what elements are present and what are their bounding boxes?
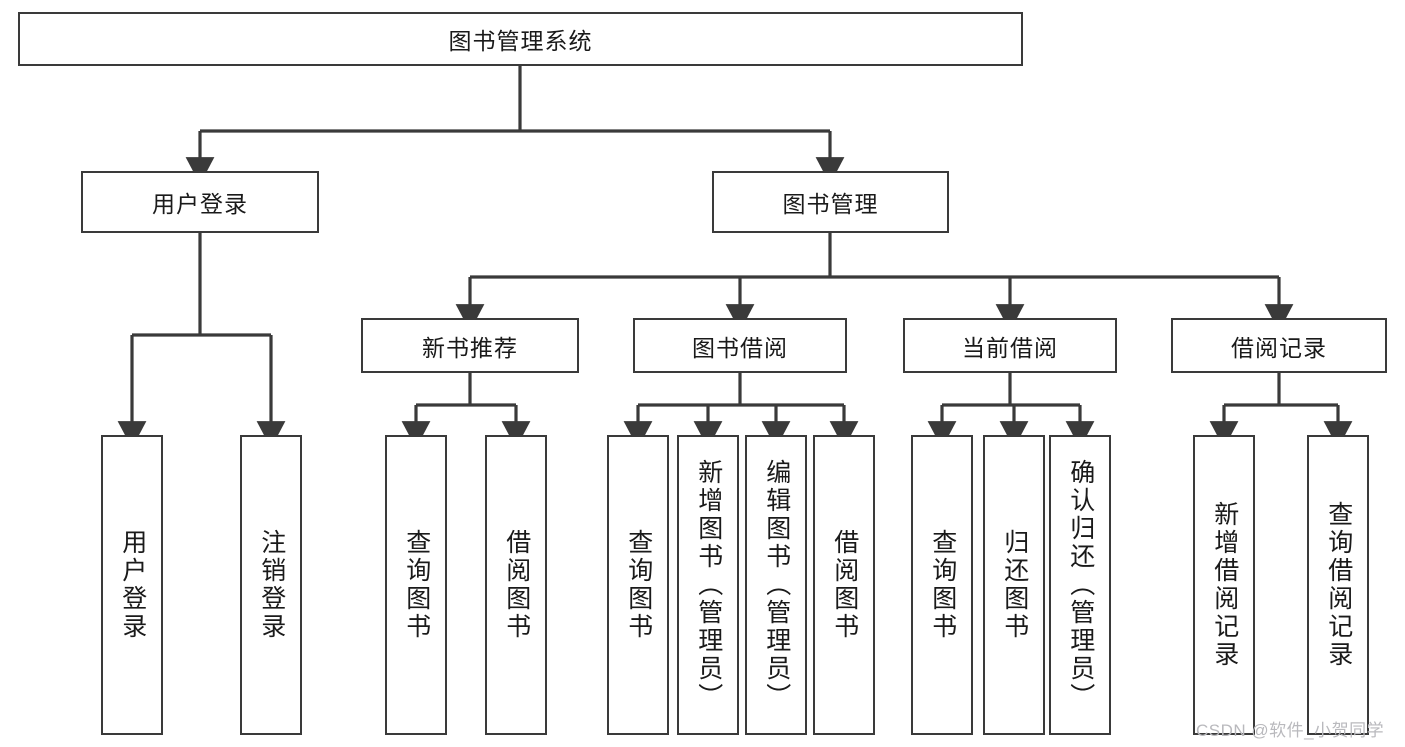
leaf-user-login-label: 用户登录 (118, 529, 147, 641)
csdn-watermark: CSDN @软件_小贺同学 (1196, 721, 1385, 740)
leaf-user-login[interactable]: 用户登录 (101, 435, 163, 735)
node-current-borrow-label: 当前借阅 (962, 334, 1058, 361)
node-user-login[interactable]: 用户登录 (81, 171, 319, 233)
leaf-query-book-borrow-label: 查询图书 (624, 529, 653, 641)
leaf-edit-book-admin[interactable]: 编辑图书（管理员） (745, 435, 807, 735)
leaf-query-book-recommend[interactable]: 查询图书 (385, 435, 447, 735)
leaf-add-book-admin[interactable]: 新增图书（管理员） (677, 435, 739, 735)
leaf-query-borrow-record[interactable]: 查询借阅记录 (1307, 435, 1369, 735)
node-book-manage-label: 图书管理 (782, 191, 879, 217)
node-borrow-record[interactable]: 借阅记录 (1171, 318, 1387, 373)
node-book-borrow[interactable]: 图书借阅 (633, 318, 847, 373)
leaf-query-borrow-record-label: 查询借阅记录 (1324, 501, 1353, 669)
node-current-borrow[interactable]: 当前借阅 (903, 318, 1117, 373)
node-user-login-label: 用户登录 (152, 191, 248, 217)
node-book-manage[interactable]: 图书管理 (712, 171, 949, 233)
leaf-borrow-book[interactable]: 借阅图书 (813, 435, 875, 735)
node-root-label: 图书管理系统 (448, 28, 593, 54)
node-borrow-record-label: 借阅记录 (1231, 334, 1327, 361)
leaf-user-logout[interactable]: 注销登录 (240, 435, 302, 735)
leaf-query-book-current-label: 查询图书 (928, 529, 957, 641)
leaf-query-book-current[interactable]: 查询图书 (911, 435, 973, 735)
leaf-query-book-borrow[interactable]: 查询图书 (607, 435, 669, 735)
node-new-book-recommend[interactable]: 新书推荐 (361, 318, 579, 373)
leaf-borrow-book-recommend[interactable]: 借阅图书 (485, 435, 547, 735)
leaf-edit-book-admin-label: 编辑图书（管理员） (762, 459, 791, 711)
leaf-query-book-recommend-label: 查询图书 (402, 529, 431, 641)
leaf-return-book-label: 归还图书 (1000, 529, 1029, 641)
leaf-user-logout-label: 注销登录 (257, 529, 286, 641)
leaf-confirm-return-admin-label: 确认归还（管理员） (1066, 459, 1095, 711)
leaf-add-borrow-record-label: 新增借阅记录 (1210, 501, 1239, 669)
leaf-confirm-return-admin[interactable]: 确认归还（管理员） (1049, 435, 1111, 735)
leaf-borrow-book-recommend-label: 借阅图书 (502, 529, 531, 641)
node-root[interactable]: 图书管理系统 (18, 12, 1023, 66)
leaf-borrow-book-label: 借阅图书 (830, 529, 859, 641)
leaf-add-book-admin-label: 新增图书（管理员） (694, 459, 723, 711)
node-book-borrow-label: 图书借阅 (692, 334, 788, 361)
leaf-add-borrow-record[interactable]: 新增借阅记录 (1193, 435, 1255, 735)
leaf-return-book[interactable]: 归还图书 (983, 435, 1045, 735)
node-new-book-recommend-label: 新书推荐 (422, 334, 518, 361)
